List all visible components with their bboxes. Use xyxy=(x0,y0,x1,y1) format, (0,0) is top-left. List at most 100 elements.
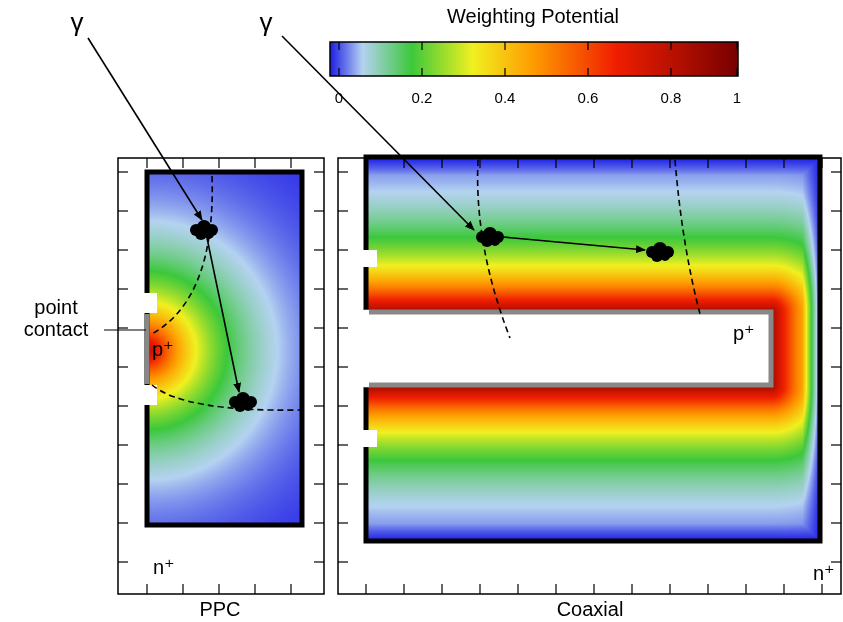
drift-path xyxy=(478,160,510,338)
drift-path xyxy=(150,176,212,335)
groove xyxy=(362,250,377,267)
ppc-frame xyxy=(118,158,324,594)
panel-caption: Coaxial xyxy=(557,598,624,620)
tick xyxy=(118,444,128,445)
colorbar-value: 1 xyxy=(733,90,741,107)
colorbar-value: 0.2 xyxy=(412,90,433,107)
tick xyxy=(118,249,128,250)
tick xyxy=(146,158,147,168)
tick xyxy=(831,522,841,523)
tick xyxy=(118,366,128,367)
tick xyxy=(783,584,784,594)
tick xyxy=(593,584,594,594)
tick xyxy=(831,210,841,211)
colorbar xyxy=(330,42,738,76)
tick xyxy=(314,288,324,289)
tick xyxy=(314,483,324,484)
electrode-label: p⁺ xyxy=(152,338,174,360)
tick xyxy=(118,561,128,562)
tick xyxy=(670,42,671,50)
tick xyxy=(631,584,632,594)
tick xyxy=(338,405,348,406)
coax-frame xyxy=(338,158,841,594)
gamma-arrow xyxy=(88,38,202,220)
scatter-arrow xyxy=(503,237,645,250)
colorbar-title: Weighting Potential xyxy=(447,5,619,27)
tick xyxy=(314,327,324,328)
tick xyxy=(290,584,291,594)
tick xyxy=(504,42,505,50)
tick xyxy=(254,158,255,168)
point-contact xyxy=(145,314,150,384)
tick xyxy=(290,158,291,168)
tick xyxy=(736,68,737,76)
tick xyxy=(555,584,556,594)
ppc-detector xyxy=(147,172,302,525)
tick xyxy=(118,171,128,172)
colorbar-value: 0 xyxy=(335,90,343,107)
tick xyxy=(831,327,841,328)
colorbar-value: 0.4 xyxy=(495,90,516,107)
charge-cloud xyxy=(653,245,667,259)
tick xyxy=(338,288,348,289)
tick xyxy=(421,68,422,76)
tick xyxy=(831,288,841,289)
tick xyxy=(218,584,219,594)
charge-cloud xyxy=(236,395,250,409)
tick xyxy=(118,288,128,289)
tick xyxy=(314,171,324,172)
tick xyxy=(314,522,324,523)
colorbar-value: 0.8 xyxy=(661,90,682,107)
tick xyxy=(118,405,128,406)
tick xyxy=(314,249,324,250)
tick xyxy=(479,584,480,594)
tick xyxy=(338,249,348,250)
tick xyxy=(587,42,588,50)
tick xyxy=(517,584,518,594)
tick xyxy=(314,561,324,562)
tick xyxy=(831,249,841,250)
bore xyxy=(366,312,771,385)
tick xyxy=(338,68,339,76)
tick xyxy=(831,405,841,406)
tick xyxy=(745,584,746,594)
tick xyxy=(314,210,324,211)
tick xyxy=(831,366,841,367)
tick xyxy=(338,483,348,484)
tick xyxy=(831,444,841,445)
tick xyxy=(821,584,822,594)
tick xyxy=(338,327,348,328)
drift-path xyxy=(152,385,300,410)
tick xyxy=(338,561,348,562)
tick xyxy=(338,366,348,367)
tick xyxy=(365,584,366,594)
tick xyxy=(314,366,324,367)
charge-cloud xyxy=(483,230,497,244)
tick xyxy=(338,522,348,523)
tick xyxy=(182,584,183,594)
tick xyxy=(670,68,671,76)
colorbar-value: 0.6 xyxy=(578,90,599,107)
gamma-label: γ xyxy=(260,8,273,37)
tick xyxy=(736,42,737,50)
tick xyxy=(338,171,348,172)
tick xyxy=(338,210,348,211)
tick xyxy=(314,405,324,406)
charge-cloud xyxy=(197,223,211,237)
groove xyxy=(144,293,157,313)
gamma-arrow xyxy=(282,36,474,230)
tick xyxy=(118,522,128,523)
tick xyxy=(403,584,404,594)
tick xyxy=(218,158,219,168)
electrode-label: n⁺ xyxy=(153,556,175,578)
tick xyxy=(338,42,339,50)
tick xyxy=(146,584,147,594)
tick xyxy=(338,444,348,445)
tick xyxy=(118,210,128,211)
tick xyxy=(831,171,841,172)
tick xyxy=(504,68,505,76)
tick xyxy=(118,327,128,328)
drift-path xyxy=(675,160,700,314)
panel-caption: PPC xyxy=(199,598,240,620)
tick xyxy=(314,444,324,445)
